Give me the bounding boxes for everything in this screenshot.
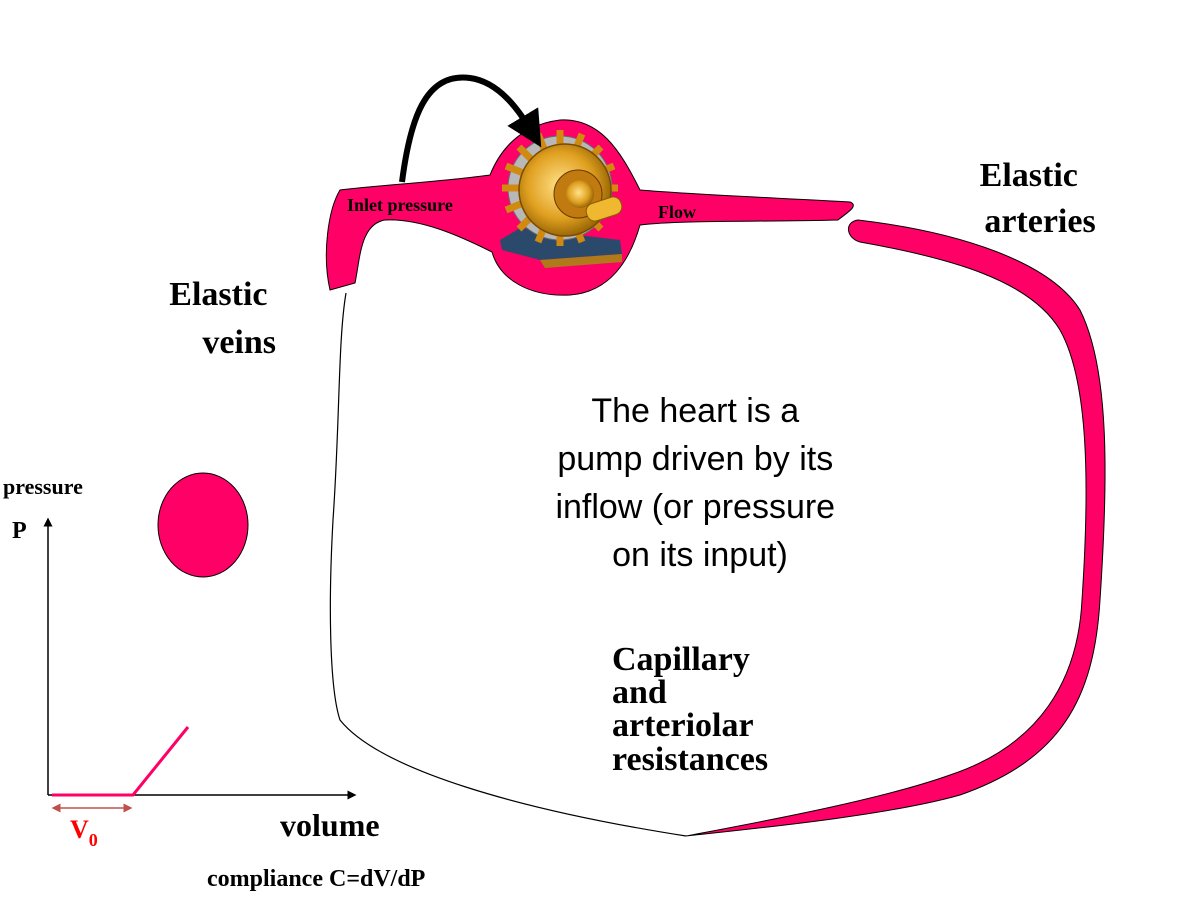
compliance-blob [157,472,249,578]
compliance-caption: compliance C=dV/dP [207,866,425,892]
curved-arrow-icon [399,74,542,183]
compliance-curve [52,726,190,797]
y-axis-label: pressure [3,474,83,499]
elastic-veins-label: Elastic veins [169,276,276,361]
artery-vessel [685,219,1106,837]
v0-label: V0 [70,815,98,850]
x-axis-label: volume [280,807,380,843]
inlet-pressure-label: Inlet pressure [347,195,453,215]
motor-pump-icon [500,130,623,268]
flow-label: Flow [658,202,696,222]
heart-description: The heart is a pump driven by its inflow… [555,392,844,574]
y-axis-symbol: P [12,518,27,544]
elastic-arteries-label: Elastic arteries [980,157,1096,240]
circuit-outline [329,292,687,837]
resistances-label: Capillary and arteriolar resistances [612,641,768,778]
compliance-graph: pressure P V0 volume compliance C=dV/dP [3,472,425,892]
